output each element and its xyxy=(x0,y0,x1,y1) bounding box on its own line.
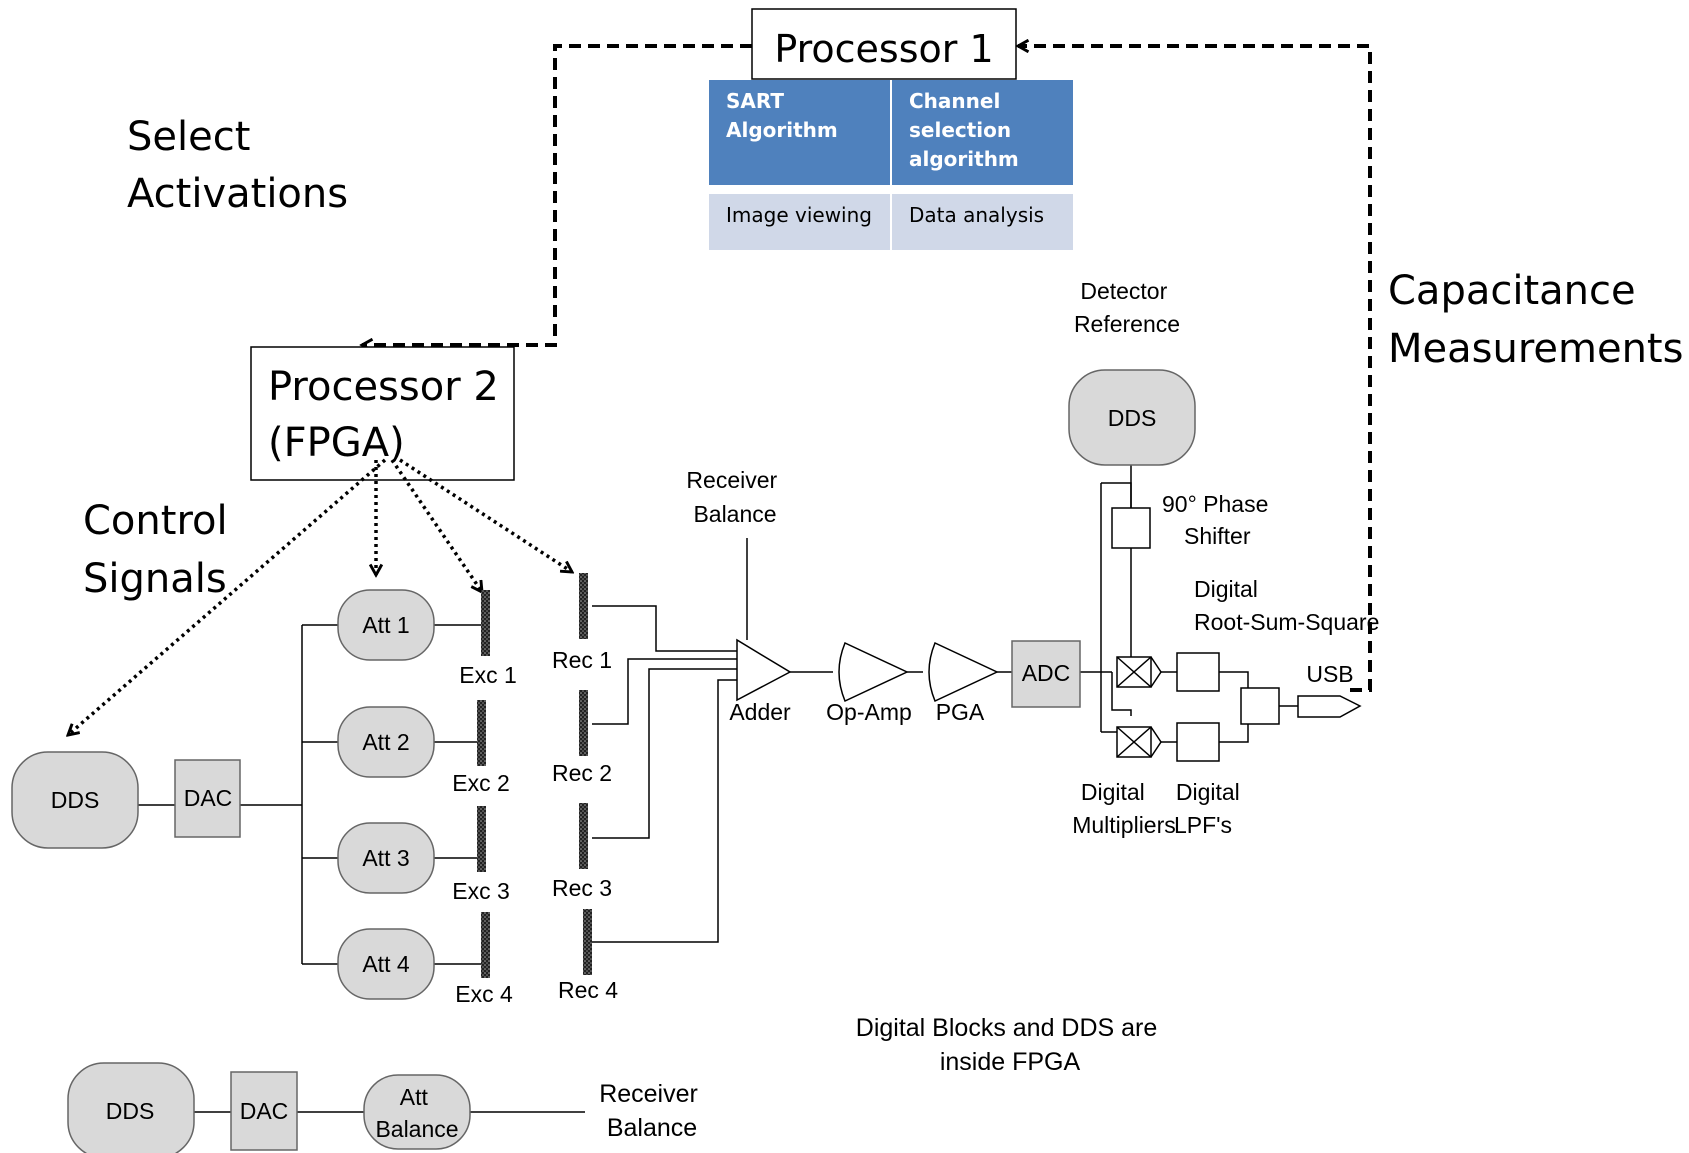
select-activations-label: Select Activations xyxy=(127,114,348,217)
att-2-label: Att 2 xyxy=(362,729,409,755)
adc-label: ADC xyxy=(1022,660,1071,686)
table-header-line: algorithm xyxy=(909,147,1019,171)
svg-text:Processor 2 (FPGA): Processor 2 (FPGA) xyxy=(268,364,512,466)
table-header-line: Algorithm xyxy=(726,118,838,142)
select-activations-arrow xyxy=(362,44,752,345)
att-1-label: Att 1 xyxy=(362,612,409,638)
exciter-electrodes: Exc 1 Exc 2 Exc 3 Exc 4 xyxy=(452,590,517,1007)
wires xyxy=(138,465,1298,1113)
pga: PGA xyxy=(928,641,999,725)
digital-rss-label: Digital Root-Sum-Square xyxy=(1194,576,1379,635)
table-header-line: SART xyxy=(726,89,784,113)
op-amp-label: Op-Amp xyxy=(826,699,912,725)
table-header-channel-selection: Channel selection algorithm xyxy=(909,89,1019,171)
control-signal-arrows xyxy=(68,458,572,735)
table-body-cell xyxy=(892,194,1073,250)
dac-block: DAC xyxy=(174,759,241,838)
table-header-cell xyxy=(709,80,890,185)
adc-block: ADC xyxy=(1011,640,1081,708)
rec-4-label: Rec 4 xyxy=(558,977,618,1003)
processor-1: Processor 1 xyxy=(751,8,1017,80)
processor-2: Processor 2 (FPGA) xyxy=(250,346,515,481)
detector-dds-block: DDS xyxy=(1068,369,1196,466)
detector-reference-label: Detector Reference xyxy=(1074,278,1180,337)
control-arrow-exc xyxy=(390,459,482,592)
receiver-balance-top-label: Receiver Balance xyxy=(686,467,783,527)
processor-1-title: Processor 1 xyxy=(774,27,993,71)
receiver-balance-bottom-label: Receiver Balance xyxy=(599,1080,705,1142)
control-signals-label: Control Signals xyxy=(83,498,240,602)
processor-2-title: Processor 2 xyxy=(268,364,499,410)
phase-shifter: 90° Phase Shifter xyxy=(1111,491,1275,549)
table-body-cell xyxy=(709,194,890,250)
usb-connector: USB xyxy=(1297,661,1362,718)
balance-dac-label: DAC xyxy=(240,1098,289,1124)
rec-3-label: Rec 3 xyxy=(552,875,612,901)
digital-multipliers-label: Digital Multipliers xyxy=(1072,779,1176,838)
processor-2-subtitle: (FPGA) xyxy=(268,420,405,466)
dac-label: DAC xyxy=(184,785,233,811)
exc-4-label: Exc 4 xyxy=(455,981,513,1007)
capacitance-measurements-label: Capacitance Measurements xyxy=(1388,268,1683,372)
table-header-line: Channel xyxy=(909,89,1000,113)
feedback-loop xyxy=(362,44,1372,692)
balance-dds-label: DDS xyxy=(106,1098,155,1124)
table-cell-data-analysis: Data analysis xyxy=(909,203,1044,227)
rec-2-label: Rec 2 xyxy=(552,760,612,786)
table-header-cell xyxy=(892,80,1073,185)
exc-1-label: Exc 1 xyxy=(459,662,517,688)
usb-label: USB xyxy=(1306,661,1353,687)
receiver-electrodes: Rec 1 Rec 2 Rec 3 Rec 4 xyxy=(552,573,618,1003)
att-balance-label: Att Balance xyxy=(375,1084,458,1142)
adder: Adder xyxy=(729,638,792,725)
op-amp: Op-Amp xyxy=(826,641,912,725)
balance-dac-block: DAC xyxy=(230,1071,298,1151)
root-sum-square-block xyxy=(1240,687,1280,725)
pga-label: PGA xyxy=(936,699,985,725)
digital-lpfs-label: Digital LPF's xyxy=(1174,779,1246,838)
attenuators: Att 1 Att 2 Att 3 Att 4 xyxy=(337,589,435,1000)
digital-multipliers xyxy=(1116,656,1162,758)
att-balance-block: Att Balance xyxy=(363,1074,471,1150)
dds-block: DDS xyxy=(11,751,139,849)
dds-label: DDS xyxy=(51,787,100,813)
rec-1-label: Rec 1 xyxy=(552,647,612,673)
table-cell-image-viewing: Image viewing xyxy=(726,203,872,227)
att-4-label: Att 4 xyxy=(362,951,410,977)
digital-lpfs xyxy=(1176,652,1220,762)
table-header-line: selection xyxy=(909,118,1011,142)
fpga-note: Digital Blocks and DDS are inside FPGA xyxy=(856,1014,1164,1076)
att-3-label: Att 3 xyxy=(362,845,409,871)
balance-dds-block: DDS xyxy=(67,1062,195,1153)
phase-shifter-label: 90° Phase Shifter xyxy=(1162,491,1275,549)
adder-label: Adder xyxy=(729,699,791,725)
exc-3-label: Exc 3 xyxy=(452,878,510,904)
capacitance-arrow xyxy=(1018,46,1372,692)
exc-2-label: Exc 2 xyxy=(452,770,510,796)
detector-dds-label: DDS xyxy=(1108,405,1157,431)
table-header-sart: SART Algorithm xyxy=(726,89,838,142)
